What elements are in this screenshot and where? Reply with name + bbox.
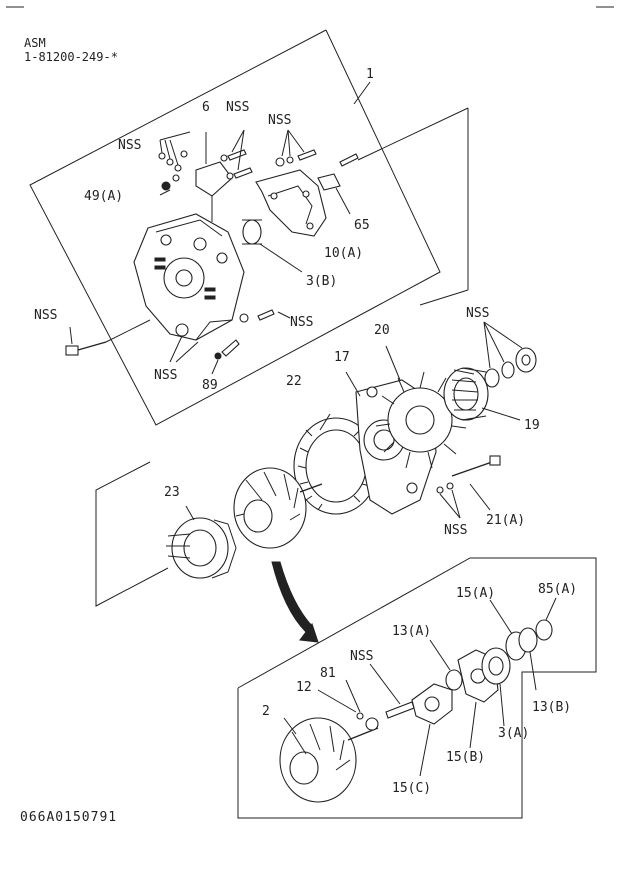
detail-washer-13a: [445, 669, 463, 691]
detail-ring-13b: [518, 627, 538, 653]
detail-arrow-head: [299, 622, 319, 643]
callout-13a: 13(A): [392, 624, 431, 639]
rectifier-bracket-line: [95, 461, 169, 607]
nut-washer-cluster-top-left: [158, 131, 191, 191]
callout-81: 81: [320, 666, 336, 681]
callout-13b: 13(B): [532, 700, 571, 715]
assembly-label: ASM: [24, 36, 46, 50]
callout-nss-pulley: NSS: [466, 306, 489, 321]
callout-nss-top-left: NSS: [118, 138, 141, 153]
pulley: [443, 367, 521, 421]
regulator: [195, 132, 233, 222]
callout-15a: 15(A): [456, 586, 495, 601]
assembly-part-number: 1-81200-249-*: [24, 50, 118, 64]
leader-nss-bottom-b: [175, 341, 199, 363]
callout-1: 1: [366, 67, 374, 82]
leader-20: [385, 345, 401, 381]
leader-49a: [159, 189, 171, 196]
callout-17: 17: [334, 350, 350, 365]
leader-13b: [529, 651, 537, 691]
detail-bearing: [481, 647, 511, 727]
detail-ring-85a: [535, 619, 553, 641]
leader-12: [317, 689, 357, 713]
screws-near-regulator: [220, 129, 253, 180]
detail-rotor: [279, 717, 379, 803]
callout-nss-housing-bottom: NSS: [154, 368, 177, 383]
callout-nss-detail: NSS: [350, 649, 373, 664]
callout-65: 65: [354, 218, 370, 233]
leader-nss-detail: [369, 663, 401, 705]
rotor: [233, 467, 323, 549]
callout-19: 19: [524, 418, 540, 433]
callout-nss-bolt-lower: NSS: [444, 523, 467, 538]
callout-labels: 1 6 NSS NSS NSS 49(A) 65 10(A) 3(B) NSS …: [34, 67, 577, 796]
callout-10a: 10(A): [324, 246, 363, 261]
brush-holder: [317, 173, 351, 215]
detail-part-81: [365, 717, 379, 731]
leader-81: [345, 679, 361, 713]
callout-3b: 3(B): [306, 274, 337, 289]
through-bolt-left: [65, 319, 151, 356]
callout-6: 6: [202, 100, 210, 115]
rear-housing-panel: [29, 29, 469, 426]
rear-housing: [133, 213, 245, 341]
callout-2: 2: [262, 704, 270, 719]
detail-screw: [385, 701, 415, 719]
through-bolt-lower: [436, 455, 501, 519]
callout-21a: 21(A): [486, 513, 525, 528]
stator-front-housing-section: [95, 321, 537, 607]
detail-plate-15c: [411, 683, 453, 777]
callout-85a: 85(A): [538, 582, 577, 597]
rotor-detail-panel: [237, 557, 597, 819]
callout-15c: 15(C): [392, 781, 431, 796]
callout-49a: 49(A): [84, 189, 123, 204]
callout-20: 20: [374, 323, 390, 338]
drawing-code: 066A0150791: [20, 810, 117, 825]
cooling-fan: [375, 371, 467, 469]
leader-22: [319, 413, 331, 431]
callout-12: 12: [296, 680, 312, 695]
screws-lower-right: [211, 309, 291, 375]
detail-arrow: [271, 561, 313, 633]
bracket-plate: [255, 169, 327, 237]
leader-nss-bottom-a: [169, 335, 183, 363]
leader-15a: [489, 599, 513, 635]
callout-nss-bolt-left: NSS: [34, 308, 57, 323]
callout-nss-top-mid: NSS: [226, 100, 249, 115]
leader-17: [345, 371, 361, 397]
callout-22: 22: [286, 374, 302, 389]
callout-23: 23: [164, 485, 180, 500]
callout-3a: 3(A): [498, 726, 529, 741]
callout-89: 89: [202, 378, 218, 393]
leader-85a: [545, 597, 557, 621]
callout-nss-housing-right: NSS: [290, 315, 313, 330]
callout-15b: 15(B): [446, 750, 485, 765]
rectifier: [166, 505, 237, 579]
detail-part-12: [356, 712, 364, 720]
leader-1: [353, 81, 371, 105]
callout-nss-top-right: NSS: [268, 113, 291, 128]
pulley-nut-washers: [483, 321, 537, 388]
leader-13a: [429, 639, 451, 671]
bushing: [242, 219, 303, 273]
screws-top-right: [275, 129, 359, 167]
